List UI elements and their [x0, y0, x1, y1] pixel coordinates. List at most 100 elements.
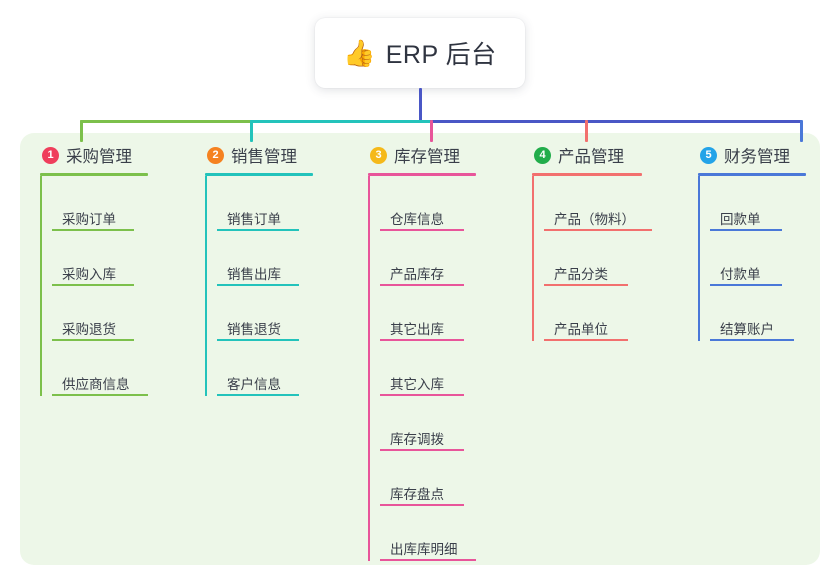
leaf-label: 其它出库 [390, 321, 444, 337]
branch-title: 销售管理 [231, 148, 297, 166]
branch-spine [368, 176, 370, 561]
leaf-node[interactable]: 库存盘点 [380, 451, 476, 506]
drop-product [585, 120, 588, 142]
branch-spine [532, 176, 534, 341]
leaf-underline [380, 504, 464, 506]
leaf-node[interactable]: 产品（物料） [544, 176, 652, 231]
branch-children: 产品（物料） 产品分类产品单位 [532, 176, 652, 341]
branch-number-badge: 1 [42, 146, 59, 164]
thumbs-up-icon: 👍 [343, 38, 376, 68]
leaf-node[interactable]: 销售出库 [217, 231, 313, 286]
drop-sales [250, 120, 253, 142]
branch-number-badge: 3 [370, 146, 387, 164]
branch-title: 财务管理 [724, 148, 790, 166]
leaf-node[interactable]: 采购订单 [52, 176, 148, 231]
branch-underline [368, 173, 476, 176]
root-trunk-line [419, 88, 422, 122]
seg-blue [430, 120, 802, 123]
leaf-label: 产品分类 [554, 266, 608, 282]
branch-underline [205, 173, 313, 176]
leaf-underline [710, 229, 782, 231]
leaf-underline [52, 229, 134, 231]
branch-header-2[interactable]: 2 销售管理 [205, 142, 313, 168]
leaf-underline [217, 339, 299, 341]
leaf-node[interactable]: 销售订单 [217, 176, 313, 231]
leaf-underline [217, 394, 299, 396]
leaf-node[interactable]: 回款单 [710, 176, 806, 231]
leaf-node[interactable]: 库存调拨 [380, 396, 476, 451]
leaf-label: 客户信息 [227, 376, 281, 392]
branch-column-3[interactable]: 3 库存管理仓库信息产品库存其它出库其它入库库存调拨库存盘点出库库明细 [368, 142, 476, 561]
leaf-underline [217, 284, 299, 286]
root-node[interactable]: 👍 ERP 后台 [315, 18, 525, 88]
leaf-node[interactable]: 供应商信息 [52, 341, 148, 396]
leaf-underline [380, 339, 464, 341]
leaf-label: 仓库信息 [390, 211, 444, 227]
branch-underline [532, 173, 642, 176]
leaf-node[interactable]: 付款单 [710, 231, 806, 286]
leaf-label: 产品单位 [554, 321, 608, 337]
branch-column-1[interactable]: 1 采购管理采购订单采购入库采购退货供应商信息 [40, 142, 148, 396]
leaf-label: 采购入库 [62, 266, 116, 282]
leaf-label: 产品（物料） [554, 211, 635, 227]
leaf-node[interactable]: 采购退货 [52, 286, 148, 341]
leaf-node[interactable]: 产品单位 [544, 286, 642, 341]
leaf-node[interactable]: 结算账户 [710, 286, 806, 341]
leaf-label: 销售退货 [227, 321, 281, 337]
leaf-label: 付款单 [720, 266, 761, 282]
leaf-label: 其它入库 [390, 376, 444, 392]
leaf-node[interactable]: 其它出库 [380, 286, 476, 341]
leaf-label: 采购订单 [62, 211, 116, 227]
branch-spine [698, 176, 700, 341]
branch-children: 仓库信息产品库存其它出库其它入库库存调拨库存盘点出库库明细 [368, 176, 476, 561]
leaf-node[interactable]: 产品分类 [544, 231, 642, 286]
leaf-label: 供应商信息 [62, 376, 130, 392]
leaf-node[interactable]: 仓库信息 [380, 176, 476, 231]
leaf-node[interactable]: 产品库存 [380, 231, 476, 286]
leaf-underline [380, 449, 464, 451]
branch-number-badge: 2 [207, 146, 224, 164]
leaf-underline [710, 339, 794, 341]
root-node-title: ERP 后台 [385, 41, 497, 69]
leaf-label: 结算账户 [720, 321, 774, 337]
branch-header-1[interactable]: 1 采购管理 [40, 142, 148, 168]
leaf-node[interactable]: 销售退货 [217, 286, 313, 341]
drop-inventory [430, 120, 433, 142]
branch-underline [40, 173, 148, 176]
leaf-node[interactable]: 采购入库 [52, 231, 148, 286]
leaf-label: 库存调拨 [390, 431, 444, 447]
leaf-underline [217, 229, 299, 231]
leaf-label: 销售出库 [227, 266, 281, 282]
leaf-label: 产品库存 [390, 266, 444, 282]
branch-column-5[interactable]: 5 财务管理回款单付款单结算账户 [698, 142, 806, 341]
leaf-node[interactable]: 其它入库 [380, 341, 476, 396]
branch-column-2[interactable]: 2 销售管理销售订单销售出库销售退货客户信息 [205, 142, 313, 396]
branch-header-5[interactable]: 5 财务管理 [698, 142, 806, 168]
branch-header-3[interactable]: 3 库存管理 [368, 142, 476, 168]
leaf-underline [52, 394, 148, 396]
branch-title: 库存管理 [394, 148, 460, 166]
leaf-label: 库存盘点 [390, 486, 444, 502]
leaf-underline [380, 229, 464, 231]
drop-purchase [80, 120, 83, 142]
branch-number-badge: 5 [700, 146, 717, 164]
leaf-underline [380, 284, 464, 286]
leaf-label: 销售订单 [227, 211, 281, 227]
seg-green [80, 120, 252, 123]
branch-children: 采购订单采购入库采购退货供应商信息 [40, 176, 148, 396]
leaf-underline [544, 284, 628, 286]
branch-spine [40, 176, 42, 396]
leaf-underline [710, 284, 782, 286]
leaf-node[interactable]: 出库库明细 [380, 506, 476, 561]
leaf-node[interactable]: 客户信息 [217, 341, 313, 396]
leaf-label: 采购退货 [62, 321, 116, 337]
branch-title: 采购管理 [66, 148, 132, 166]
branch-children: 销售订单销售出库销售退货客户信息 [205, 176, 313, 396]
leaf-underline [544, 339, 628, 341]
leaf-label: 出库库明细 [390, 541, 458, 557]
drop-finance [800, 120, 803, 142]
leaf-underline [380, 394, 464, 396]
branch-children: 回款单付款单结算账户 [698, 176, 806, 341]
